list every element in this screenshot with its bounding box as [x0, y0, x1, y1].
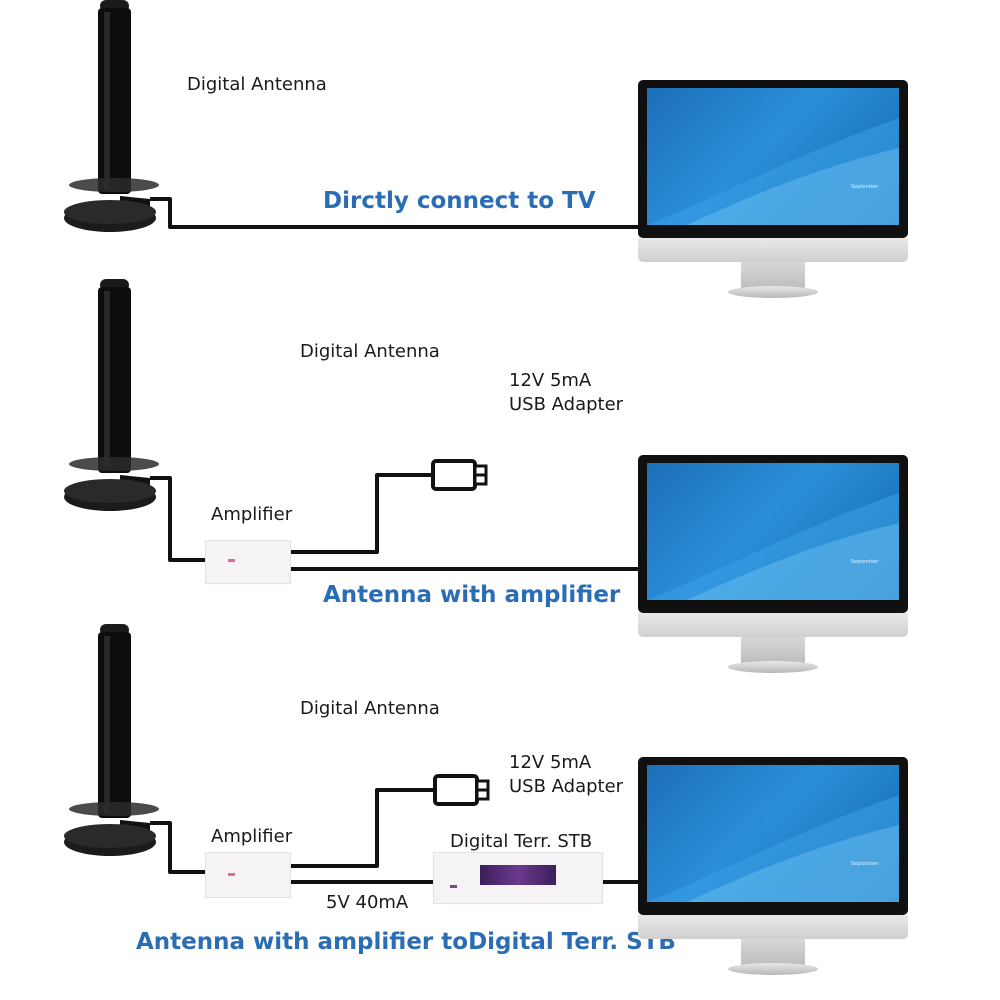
- antenna-label: Digital Antenna: [300, 341, 440, 362]
- monitor-base: [728, 286, 818, 298]
- stb-indicator: [450, 885, 457, 888]
- monitor-chin: [638, 613, 908, 637]
- monitor-screen: September: [647, 765, 899, 902]
- calendar-month: September: [851, 861, 879, 867]
- amplifier-box: [205, 540, 291, 584]
- caption-direct: Dirctly connect to TV: [323, 188, 596, 214]
- usb-adapter-label-line1: 12V 5mA: [509, 752, 592, 773]
- monitor-icon: September: [638, 757, 908, 982]
- monitor-chin: [638, 238, 908, 262]
- cable-antenna-to-tv-1: [150, 197, 640, 229]
- antenna-label: Digital Antenna: [187, 74, 327, 95]
- monitor-screen: September: [647, 88, 899, 225]
- amplifier-indicator: [228, 559, 235, 562]
- calendar-month: September: [851, 184, 879, 190]
- stb-display: [480, 865, 556, 885]
- caption-with-amplifier: Antenna with amplifier: [323, 582, 621, 608]
- monitor-bezel: September: [638, 455, 908, 613]
- stb-label: Digital Terr. STB: [450, 831, 593, 852]
- amplifier-indicator: [228, 873, 235, 876]
- antenna-icon: [60, 279, 170, 519]
- monitor-icon: September: [638, 80, 908, 305]
- monitor-neck: [741, 939, 805, 965]
- usb-adapter-label-line2: USB Adapter: [509, 776, 624, 797]
- monitor-base: [728, 963, 818, 975]
- caption-amplifier-to-stb: Antenna with amplifier toDigital Terr. S…: [136, 929, 676, 955]
- usb-plug-icon: [432, 773, 494, 807]
- monitor-bezel: September: [638, 80, 908, 238]
- amplifier-label: Amplifier: [211, 826, 293, 847]
- monitor-chin: [638, 915, 908, 939]
- monitor-neck: [741, 262, 805, 288]
- monitor-icon: September: [638, 455, 908, 680]
- usb-adapter-label-line1: 12V 5mA: [509, 370, 592, 391]
- calendar-month: September: [851, 559, 879, 565]
- usb-adapter-label-line2: USB Adapter: [509, 394, 624, 415]
- monitor-base: [728, 661, 818, 673]
- monitor-bezel: September: [638, 757, 908, 915]
- amplifier-box: [205, 852, 291, 898]
- cable-antenna-to-amplifier-2: [150, 476, 207, 562]
- amplifier-label: Amplifier: [211, 504, 293, 525]
- antenna-label: Digital Antenna: [300, 698, 440, 719]
- monitor-screen: September: [647, 463, 899, 600]
- cable-amplifier-to-usb-3: [288, 788, 435, 868]
- antenna-icon: [60, 0, 170, 240]
- cable-antenna-to-amplifier-3: [150, 821, 207, 874]
- antenna-icon: [60, 624, 170, 864]
- monitor-neck: [741, 637, 805, 663]
- usb-plug-icon: [430, 458, 492, 492]
- power-label: 5V 40mA: [326, 892, 409, 913]
- stb-box: [433, 852, 603, 904]
- cable-amplifier-to-usb-2: [288, 473, 433, 554]
